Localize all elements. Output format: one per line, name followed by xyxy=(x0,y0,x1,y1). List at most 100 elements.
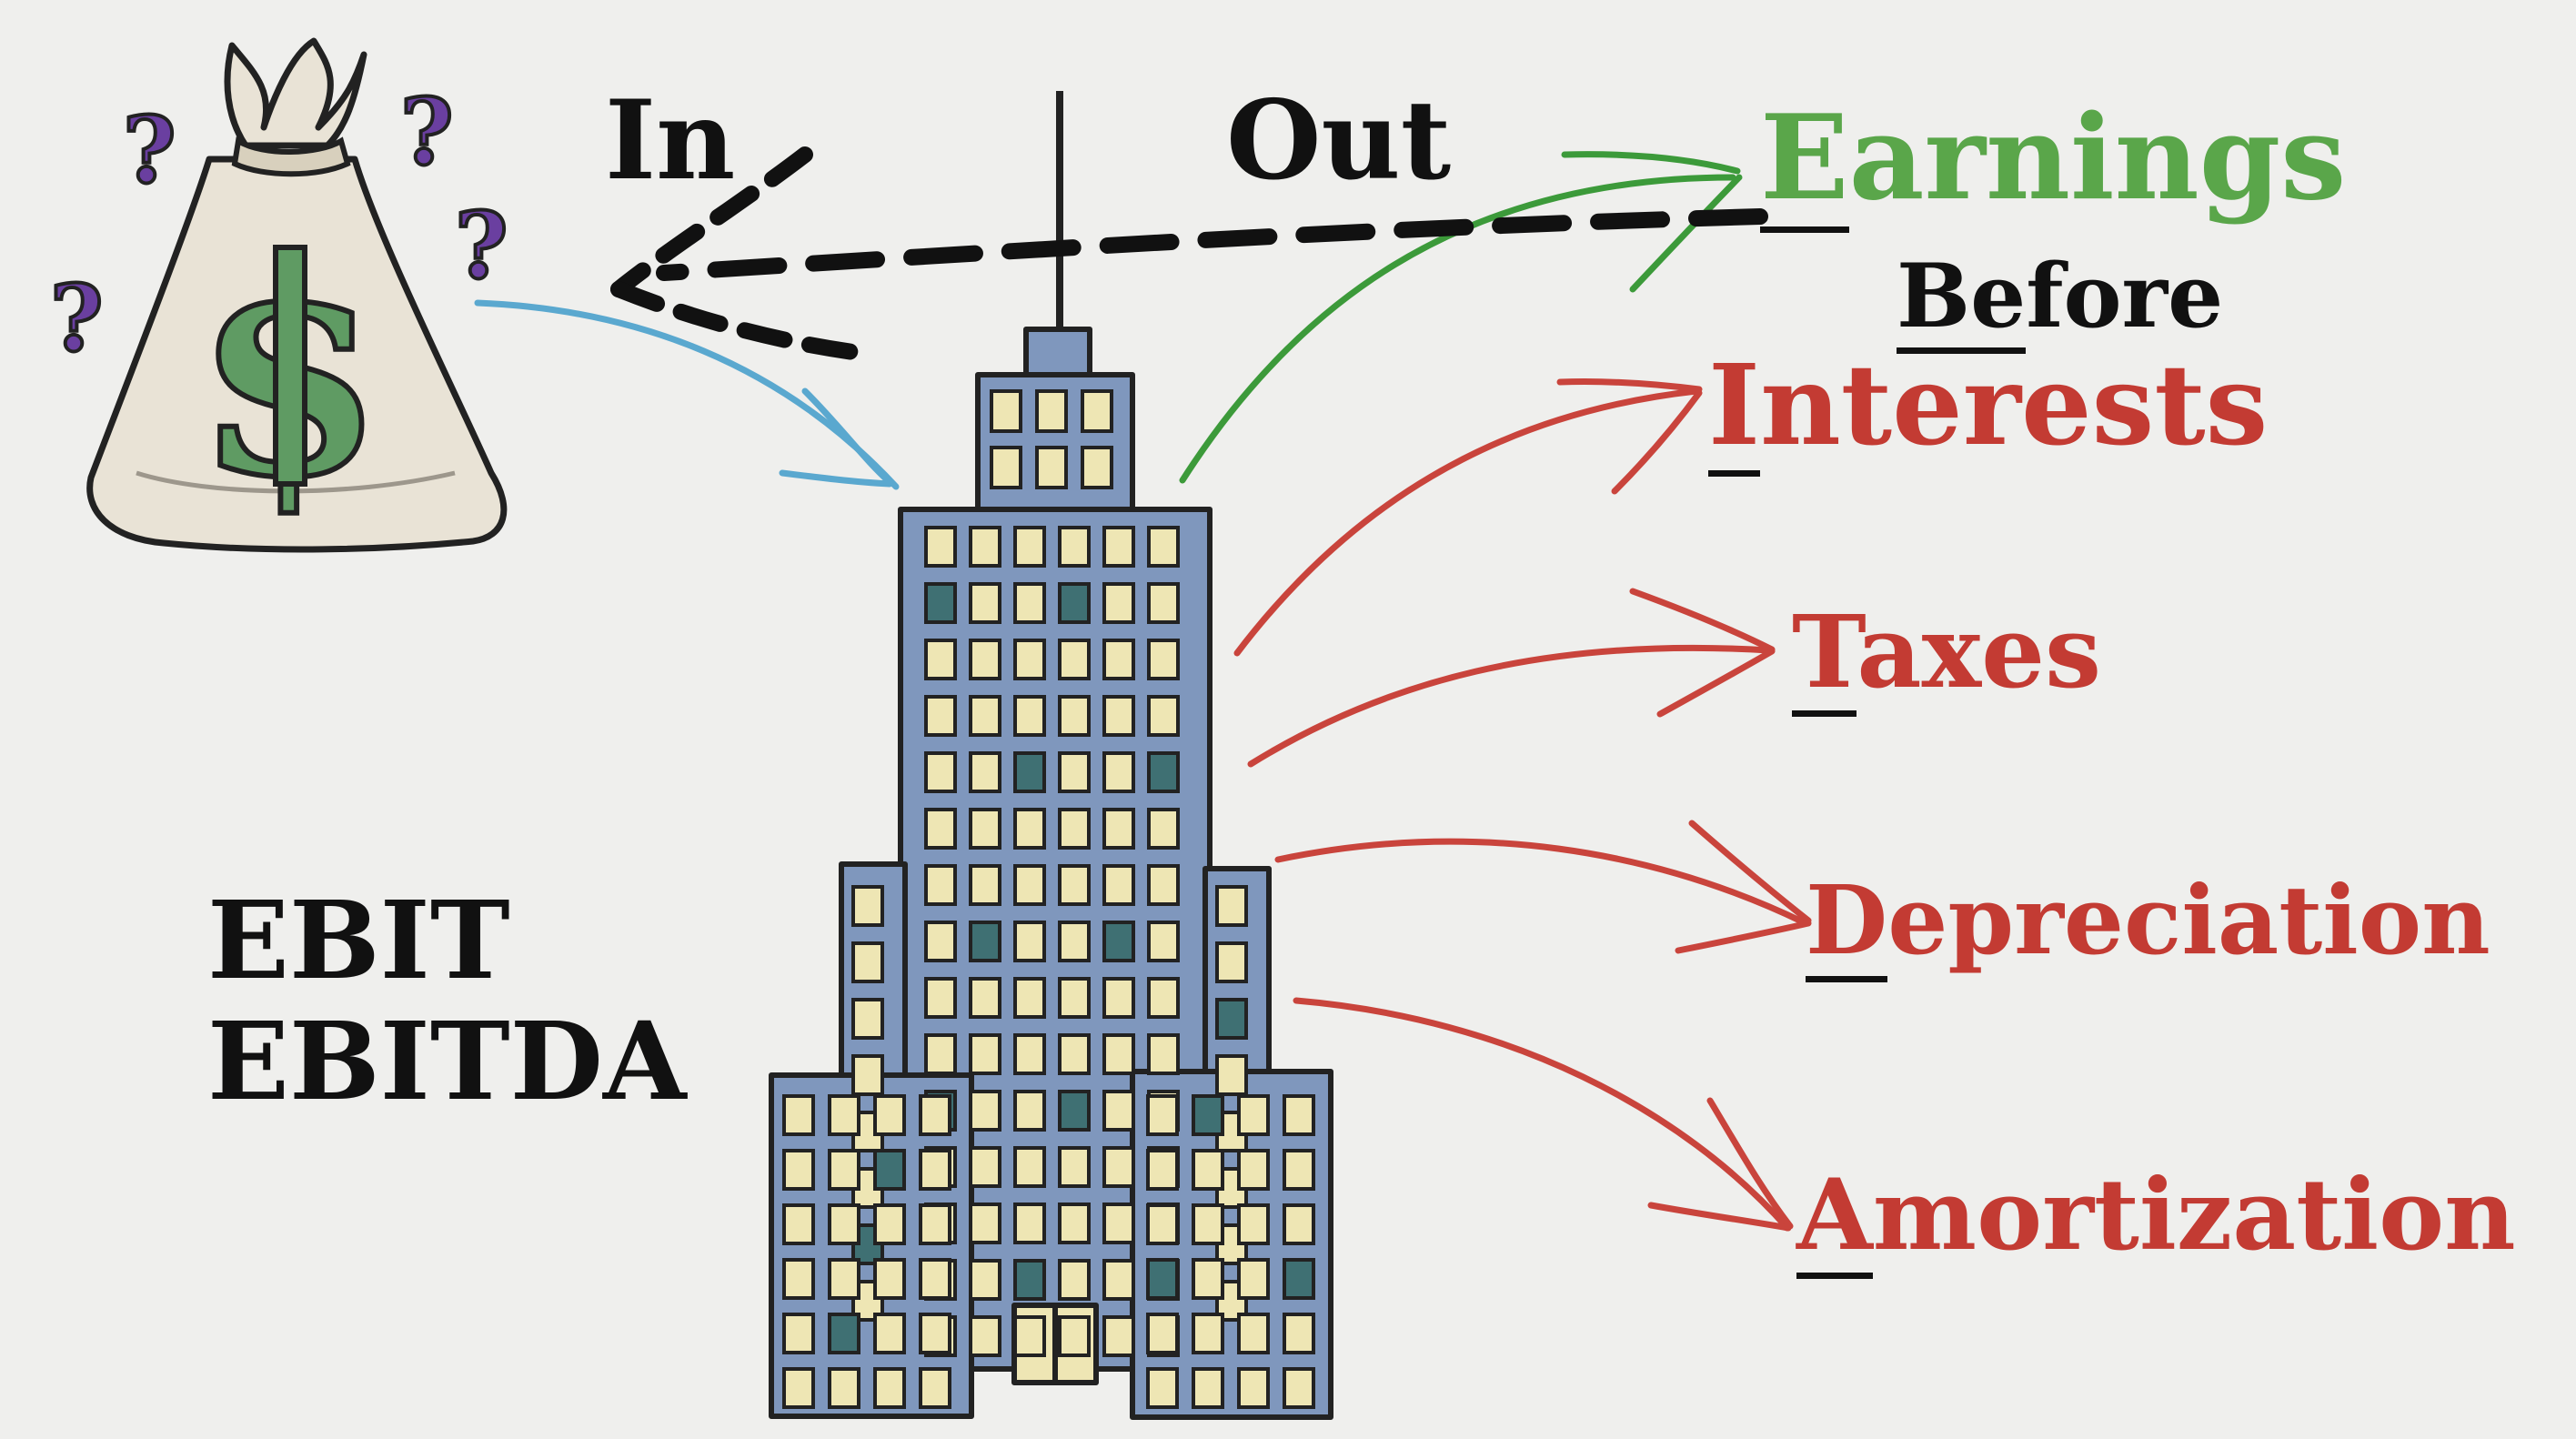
window xyxy=(1013,864,1046,906)
window xyxy=(1147,582,1180,624)
window xyxy=(1102,639,1135,680)
depreciation-initial: D xyxy=(1806,864,1888,982)
window xyxy=(1058,1090,1091,1132)
window xyxy=(1058,921,1091,962)
window xyxy=(1058,1259,1091,1301)
window xyxy=(1146,1094,1179,1136)
window xyxy=(1058,1146,1091,1188)
window xyxy=(782,1258,815,1300)
window xyxy=(1147,695,1180,737)
building-windows xyxy=(782,389,1315,1409)
window xyxy=(1058,751,1091,793)
window xyxy=(924,695,957,737)
window xyxy=(1102,582,1135,624)
ebitda-label: EBITDA xyxy=(207,998,687,1124)
window xyxy=(1147,639,1180,680)
window xyxy=(1013,1203,1046,1244)
window xyxy=(969,639,1001,680)
window xyxy=(1215,885,1248,927)
taxes-arrow xyxy=(1247,644,1773,768)
acronym-before: Before xyxy=(1897,245,2223,354)
window xyxy=(828,1149,860,1191)
window xyxy=(1146,1203,1179,1245)
window xyxy=(1192,1149,1224,1191)
window xyxy=(924,526,957,568)
question-mark-icon: ? xyxy=(50,265,104,372)
earnings-initial: E xyxy=(1760,90,1849,233)
window xyxy=(1283,1094,1315,1136)
window xyxy=(851,1054,884,1096)
window xyxy=(1283,1367,1315,1409)
acronym-interests: Interests xyxy=(1708,339,2268,477)
window xyxy=(919,1094,951,1136)
window xyxy=(782,1149,815,1191)
window xyxy=(1058,695,1091,737)
interests-rest: nterests xyxy=(1760,339,2269,470)
window xyxy=(1035,389,1068,433)
window xyxy=(990,446,1022,489)
window xyxy=(1058,526,1091,568)
window xyxy=(782,1367,815,1409)
acronym-depreciation: Depreciation xyxy=(1806,864,2490,982)
window xyxy=(969,1090,1001,1132)
window xyxy=(1146,1313,1179,1354)
window xyxy=(969,921,1001,962)
window xyxy=(924,921,957,962)
window xyxy=(969,1203,1001,1244)
window xyxy=(1013,977,1046,1019)
window xyxy=(782,1094,815,1136)
window xyxy=(1013,1033,1046,1075)
window xyxy=(1283,1203,1315,1245)
window xyxy=(851,885,884,927)
window xyxy=(1192,1203,1224,1245)
window xyxy=(1013,1090,1046,1132)
taxes-initial: T xyxy=(1792,593,1857,717)
window xyxy=(1146,1149,1179,1191)
window xyxy=(1013,1315,1046,1357)
window xyxy=(924,977,957,1019)
acronym-amortization: Amortization xyxy=(1796,1158,2516,1279)
window xyxy=(924,864,957,906)
window xyxy=(1192,1367,1224,1409)
question-mark-icon: ? xyxy=(123,96,176,204)
window xyxy=(1237,1094,1270,1136)
window xyxy=(919,1203,951,1245)
depreciation-rest: epreciation xyxy=(1887,864,2490,976)
window xyxy=(969,751,1001,793)
window xyxy=(1147,977,1180,1019)
window xyxy=(990,389,1022,433)
window xyxy=(1147,808,1180,850)
window xyxy=(1102,808,1135,850)
window xyxy=(969,808,1001,850)
window xyxy=(782,1203,815,1245)
window xyxy=(1013,751,1046,793)
window xyxy=(919,1149,951,1191)
ebit-label: EBIT xyxy=(207,877,510,1003)
taxes-rest: axes xyxy=(1857,593,2102,710)
window xyxy=(1102,977,1135,1019)
window xyxy=(919,1367,951,1409)
window xyxy=(1283,1258,1315,1300)
window xyxy=(924,1033,957,1075)
window xyxy=(924,582,957,624)
interests-arrow xyxy=(1233,387,1700,657)
window xyxy=(1058,639,1091,680)
acronym-earnings: Earnings xyxy=(1760,90,2346,233)
window xyxy=(1237,1313,1270,1354)
window xyxy=(969,695,1001,737)
window xyxy=(1102,1090,1135,1132)
before-rest: fore xyxy=(2026,245,2224,347)
out-label: Out xyxy=(1226,76,1452,205)
window xyxy=(1058,1203,1091,1244)
window xyxy=(1081,446,1113,489)
window xyxy=(924,751,957,793)
window xyxy=(1146,1258,1179,1300)
window xyxy=(1058,1033,1091,1075)
window xyxy=(919,1313,951,1354)
money-bag-icon: $ xyxy=(86,37,508,553)
window xyxy=(1147,526,1180,568)
window xyxy=(1081,389,1113,433)
window xyxy=(969,1033,1001,1075)
earnings-rest: arnings xyxy=(1848,90,2347,226)
window xyxy=(969,582,1001,624)
